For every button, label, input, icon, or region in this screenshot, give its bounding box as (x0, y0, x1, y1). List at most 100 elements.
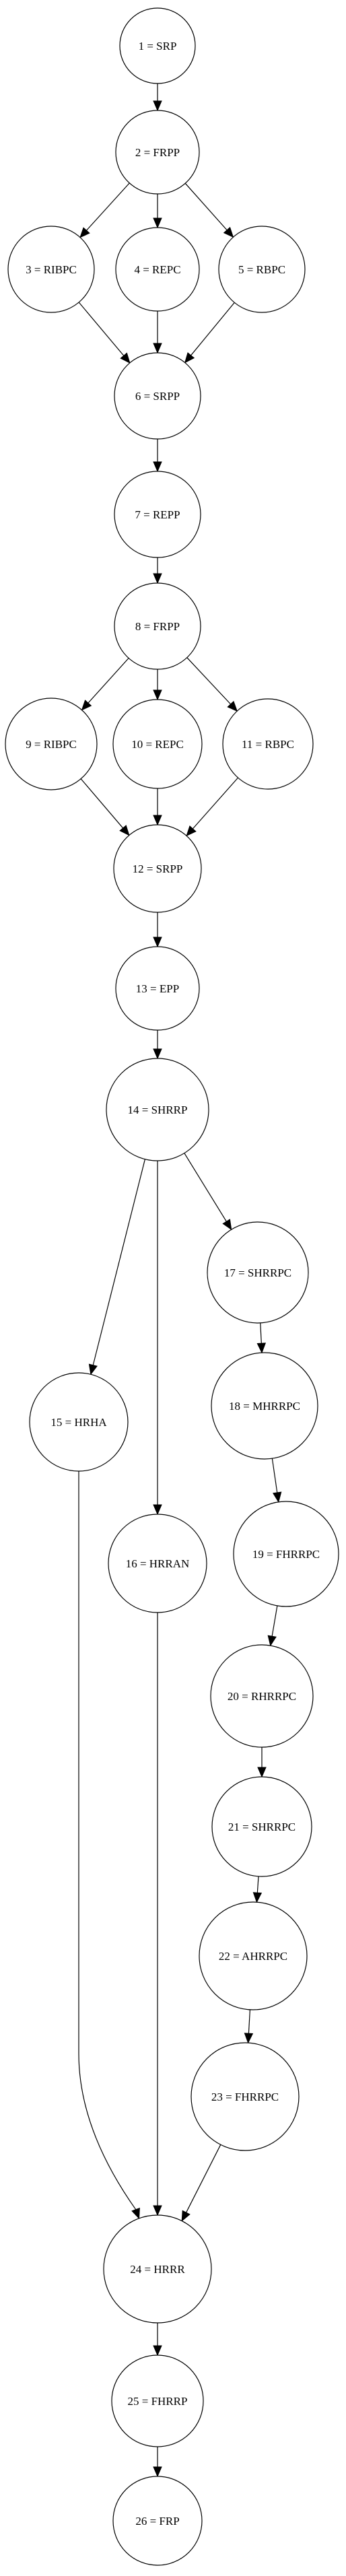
node-label: 25 = FHRRP (128, 2395, 188, 2408)
node-n14: 14 = SHRRP (106, 1058, 209, 1161)
node-circle (112, 2476, 203, 2566)
node-label: 6 = SRPP (135, 390, 180, 403)
node-circle (5, 698, 98, 790)
node-n6: 6 = SRPP (114, 352, 201, 440)
node-n19: 19 = FHRRPC (233, 1501, 339, 1607)
arrowhead-n8-n10 (153, 689, 162, 701)
edge-n9-n12 (80, 778, 124, 829)
node-label: 2 = FRPP (135, 146, 180, 159)
node-n22: 22 = AHRRPC (199, 1901, 308, 2010)
edge-n14-n17 (184, 1153, 227, 1222)
node-n18: 18 = MHRRPC (211, 1352, 318, 1460)
node-label: 17 = SHRRPC (224, 1266, 291, 1279)
node-n12: 12 = SRPP (113, 824, 202, 913)
edges-layer (78, 83, 282, 2478)
arrowhead-n12-n13 (153, 937, 162, 948)
arrowhead-n22-n23 (244, 2033, 254, 2044)
edge-n8-n9 (88, 658, 129, 704)
node-n7: 7 = REPP (114, 471, 201, 558)
arrowhead-n3-n6 (120, 352, 131, 364)
node-n17: 17 = SHRRPC (207, 1221, 309, 1324)
node-circle (29, 1372, 129, 1472)
arrowhead-n11-n12 (186, 825, 197, 837)
node-n2: 2 = FRPP (115, 110, 200, 195)
node-label: 3 = RIBPC (26, 263, 77, 276)
node-circle (7, 226, 95, 313)
node-circle (115, 946, 200, 1031)
arrowhead-n5-n6 (184, 352, 195, 364)
node-circle (233, 1501, 339, 1607)
arrowhead-n17-n18 (256, 1343, 267, 1354)
node-label: 20 = RHRRPC (228, 1690, 296, 1703)
edge-n23-n24 (186, 2144, 221, 2213)
node-label: 24 = HRRR (130, 2263, 185, 2276)
arrowhead-n20-n21 (257, 1767, 267, 1778)
node-n5: 5 = RBPC (218, 226, 306, 313)
edge-n5-n6 (191, 302, 235, 356)
node-n3: 3 = RIBPC (7, 226, 95, 313)
node-n1: 1 = SRP (119, 7, 196, 84)
arrowhead-n25-n26 (153, 2466, 162, 2478)
node-n24: 24 = HRRR (103, 2214, 212, 2324)
edge-n18-n19 (271, 1458, 278, 1493)
arrowhead-n23-n24 (181, 2210, 191, 2222)
arrowhead-n19-n20 (267, 1635, 277, 1647)
node-n20: 20 = RHRRPC (210, 1644, 314, 1748)
arrowhead-n14-n15 (88, 1363, 98, 1376)
arrowhead-n14-n16 (153, 1504, 162, 1516)
node-circle (211, 1352, 318, 1460)
node-label: 12 = SRPP (133, 862, 183, 875)
node-circle (106, 1058, 209, 1161)
node-label: 18 = MHRRPC (229, 1400, 300, 1413)
node-circle (191, 2042, 300, 2151)
node-label: 23 = FHRRPC (211, 2091, 279, 2103)
arrowhead-n2-n4 (153, 217, 162, 229)
node-n4: 4 = REPC (115, 227, 200, 312)
edge-n22-n23 (248, 2009, 251, 2034)
edge-n2-n5 (184, 182, 228, 231)
node-n10: 10 = REPC (112, 699, 203, 789)
node-label: 14 = SHRRP (128, 1104, 188, 1116)
arrowhead-n9-n12 (119, 825, 130, 836)
edge-n15-n24 (78, 1471, 137, 2210)
arrowhead-n6-n7 (153, 461, 162, 473)
node-circle (113, 824, 202, 913)
node-n15: 15 = HRHA (29, 1372, 129, 1472)
edge-n19-n20 (271, 1605, 278, 1637)
arrowhead-n7-n8 (153, 573, 162, 584)
node-circle (207, 1221, 309, 1324)
node-label: 26 = FRP (135, 2515, 179, 2528)
node-label: 16 = HRRAN (126, 1557, 190, 1570)
node-circle (199, 1901, 308, 2010)
arrowhead-n1-n2 (153, 100, 162, 112)
arrowhead-n16-n24 (153, 2205, 162, 2216)
node-n8: 8 = FRPP (114, 582, 201, 670)
arrowhead-n13-n14 (153, 1048, 162, 1060)
edge-n14-n15 (92, 1159, 145, 1365)
node-label: 7 = REPP (135, 508, 180, 521)
node-n16: 16 = HRRAN (108, 1514, 207, 1613)
node-n23: 23 = FHRRPC (191, 2042, 300, 2151)
node-label: 13 = EPP (136, 982, 179, 995)
node-circle (222, 698, 314, 790)
arrowhead-n18-n19 (272, 1491, 282, 1503)
node-n11: 11 = RBPC (222, 698, 314, 790)
edge-n17-n18 (260, 1322, 262, 1344)
arrowhead-n2-n3 (79, 227, 90, 238)
node-n21: 21 = SHRRPC (211, 1776, 312, 1877)
node-label: 1 = SRP (139, 40, 177, 53)
node-n25: 25 = FHRRP (111, 2354, 204, 2447)
node-circle (114, 352, 201, 440)
arrowhead-n10-n12 (153, 815, 162, 826)
node-circle (114, 471, 201, 558)
node-label: 21 = SHRRPC (228, 1821, 296, 1833)
edge-n11-n12 (192, 777, 239, 829)
node-label: 22 = AHRRPC (219, 1950, 287, 1963)
node-circle (103, 2214, 212, 2324)
node-circle (114, 582, 201, 670)
node-circle (108, 1514, 207, 1613)
node-circle (218, 226, 306, 313)
node-label: 15 = HRHA (50, 1416, 107, 1429)
